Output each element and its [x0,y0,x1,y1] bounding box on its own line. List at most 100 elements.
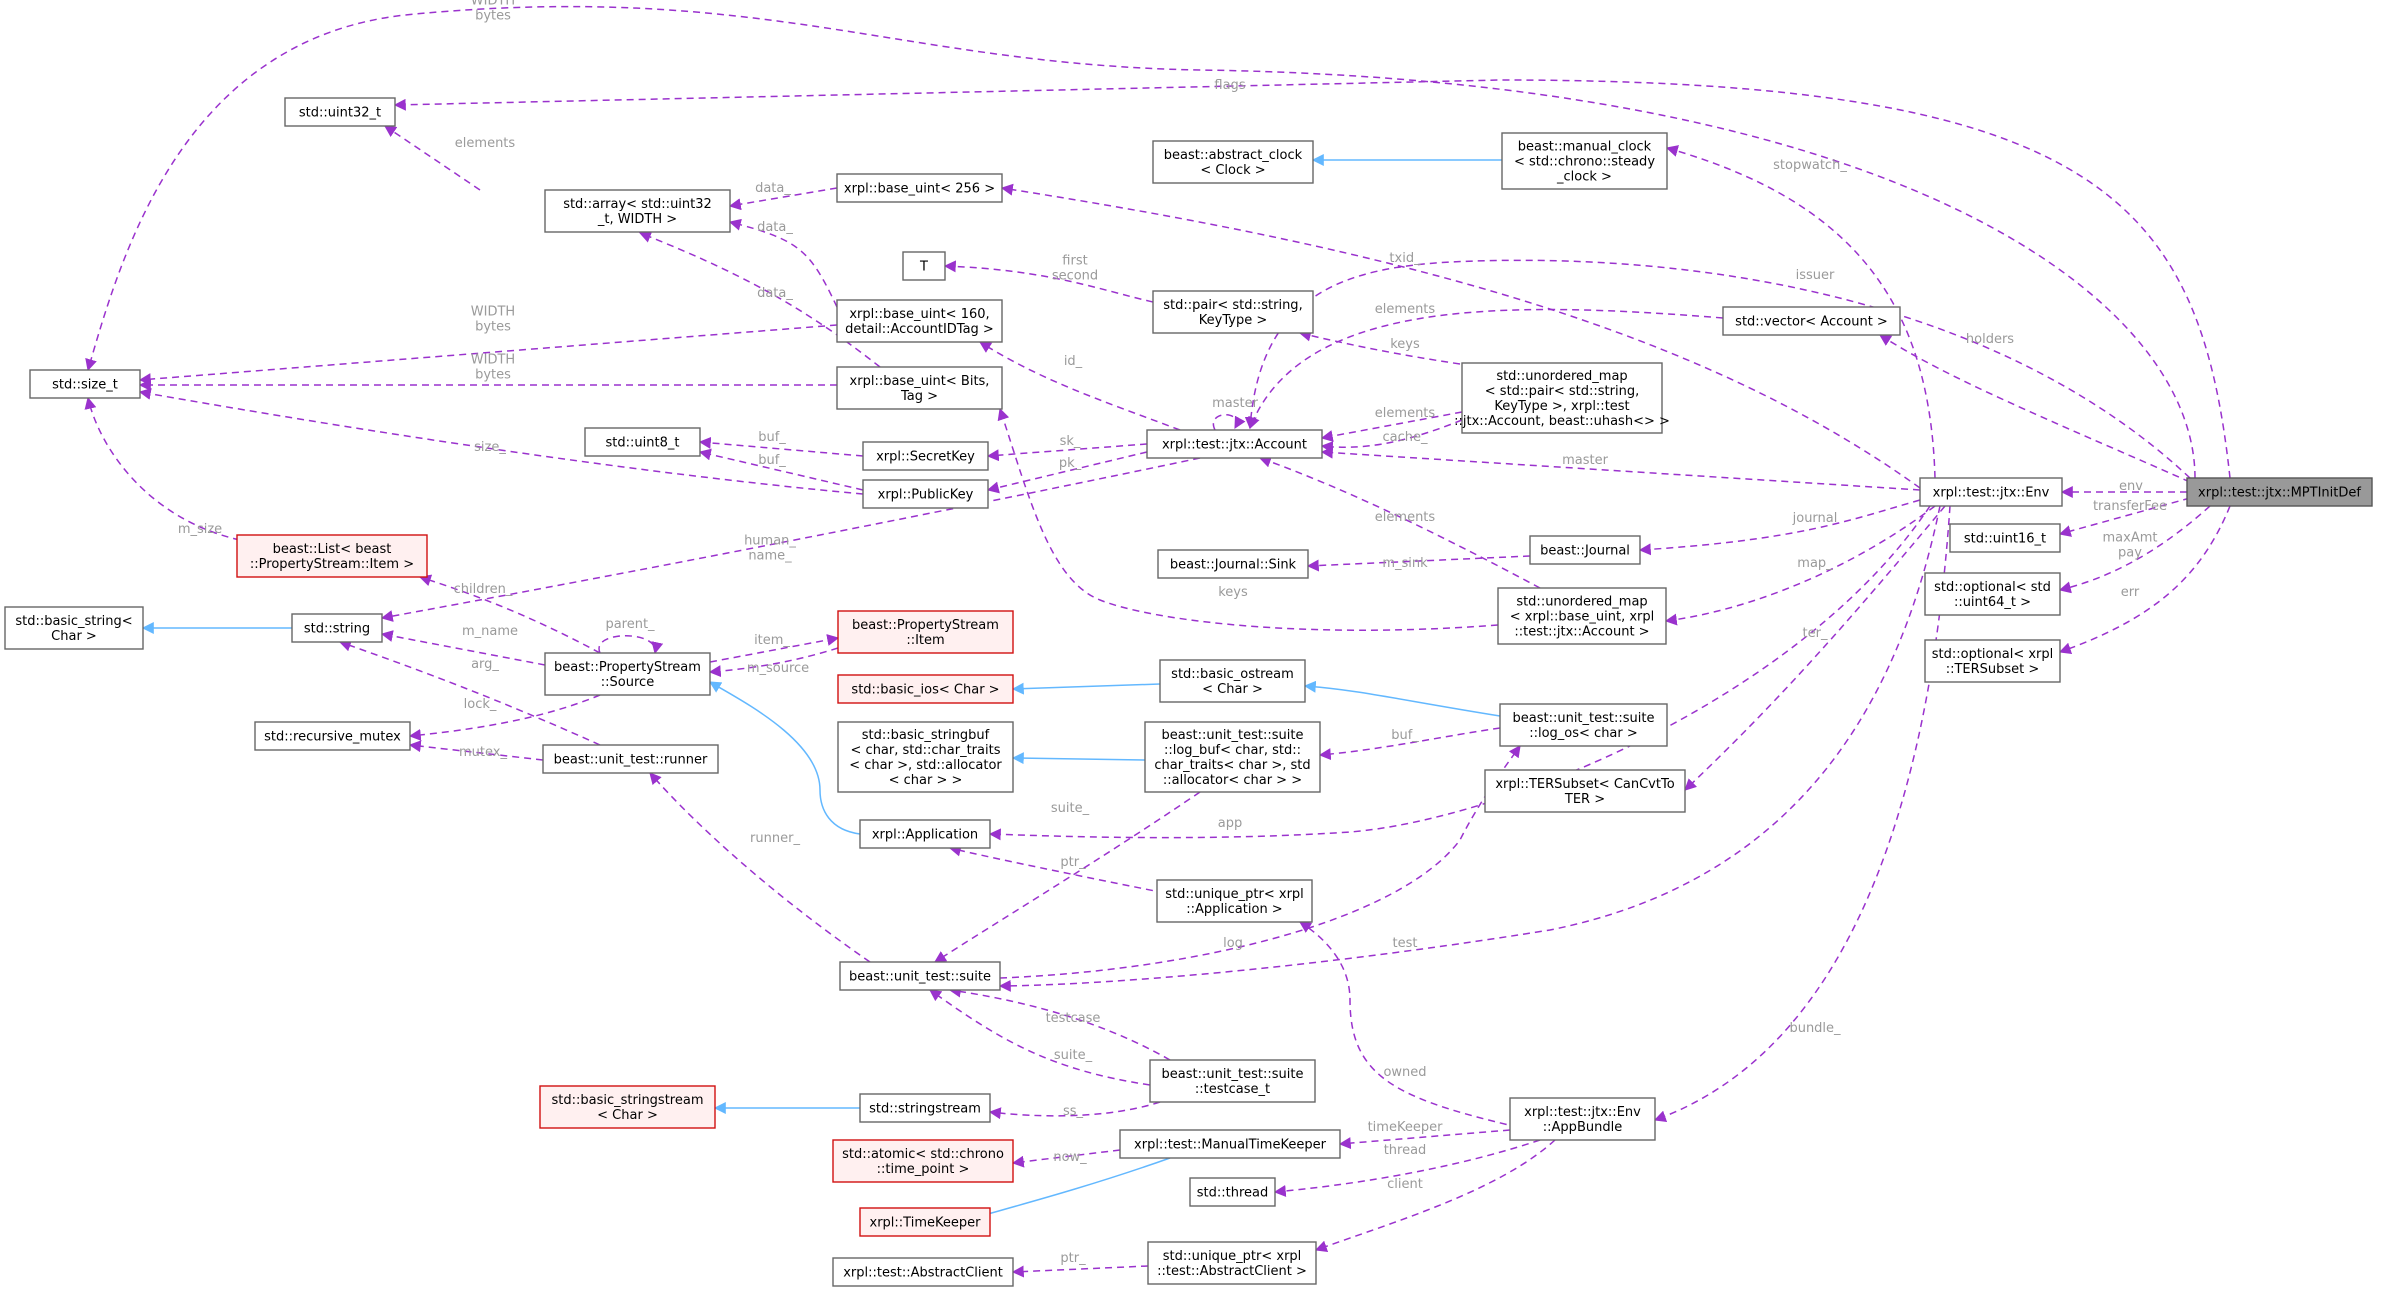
edge-label-m-name: m_name [462,624,518,639]
class-node-secretkey[interactable]: xrpl::SecretKey [862,441,989,471]
edge-m-source [708,647,839,678]
class-node-mpt[interactable]: xrpl::test::jtx::MPTInitDef [2186,477,2373,507]
class-node-timekeeper[interactable]: xrpl::TimeKeeper [859,1207,991,1237]
edge-label-owned: owned [1383,1065,1426,1080]
edge-label-log: log [1223,936,1243,951]
class-node-manual-clock[interactable]: beast::manual_clock< std::chrono::steady… [1501,132,1668,190]
class-node-uint16[interactable]: std::uint16_t [1949,523,2061,553]
class-node-base256[interactable]: xrpl::base_uint< 256 > [836,173,1003,203]
class-node-rmutex[interactable]: std::recursive_mutex [254,721,411,751]
class-node-unique-client[interactable]: std::unique_ptr< xrpl::test::AbstractCli… [1147,1241,1317,1285]
class-node-T[interactable]: T [902,251,946,281]
edge-ss [988,1101,1161,1120]
class-node-label: std::unique_ptr< xrpl::test::AbstractCli… [1157,1249,1307,1279]
class-node-psource[interactable]: beast::PropertyStream::Source [544,652,711,696]
class-node-env[interactable]: xrpl::test::jtx::Env [1919,477,2063,507]
class-node-label: beast::unit_test::runner [554,753,708,768]
class-node-account[interactable]: xrpl::test::jtx::Account [1146,429,1323,459]
class-node-string[interactable]: std::string [291,613,383,643]
edge-parent [598,635,664,655]
edge-label-map: map_ [1797,556,1833,571]
class-node-umap2[interactable]: std::unordered_map< xrpl::base_uint, xrp… [1497,587,1667,645]
class-node-vector[interactable]: std::vector< Account > [1722,306,1901,336]
edge-label-stopwatch: stopwatch_ [1773,158,1847,173]
edge-label-thread: thread [1384,1143,1427,1158]
edge-buf-sk [698,436,864,457]
class-node-label: xrpl::test::jtx::Account [1162,438,1307,453]
class-node-atomic[interactable]: std::atomic< std::chrono::time_point > [832,1139,1014,1183]
class-node-basic-string[interactable]: std::basic_string<Char > [4,606,144,650]
class-node-abstract-clock[interactable]: beast::abstract_clock< Clock > [1152,140,1314,184]
class-node-appbundle[interactable]: xrpl::test::jtx::Env::AppBundle [1509,1097,1656,1141]
edge-label-elements-vec: elements [1375,302,1436,317]
class-node-basebits[interactable]: xrpl::base_uint< Bits,Tag > [836,366,1003,410]
class-node-manualtk[interactable]: xrpl::test::ManualTimeKeeper [1119,1129,1341,1159]
class-node-label: xrpl::SecretKey [876,450,975,465]
class-node-label: beast::manual_clock< std::chrono::steady… [1514,140,1655,185]
class-node-label: std::basic_string<Char > [15,614,132,644]
edge-label-suite-logbuf: suite_ [1051,801,1090,816]
class-node-array[interactable]: std::array< std::uint32_t, WIDTH > [544,189,731,233]
class-node-runner[interactable]: beast::unit_test::runner [542,744,719,774]
class-node-uint8[interactable]: std::uint8_t [584,427,701,457]
class-node-testcase[interactable]: beast::unit_test::suite::testcase_t [1149,1059,1316,1103]
class-node-label: std::uint16_t [1964,532,2046,547]
edge-width-bytes-160 [138,324,838,386]
class-node-thread[interactable]: std::thread [1189,1177,1276,1207]
edge-label-err: err [2121,585,2140,600]
class-node-suite[interactable]: beast::unit_test::suite [839,961,1001,991]
edge-arg [338,639,601,746]
class-node-opt-ter[interactable]: std::optional< xrpl::TERSubset > [1924,639,2061,683]
edge-lock [408,694,601,741]
edge-label-issuer: issuer [1796,268,1835,283]
class-node-label: beast::abstract_clock< Clock > [1164,148,1303,178]
class-node-base160[interactable]: xrpl::base_uint< 160,detail::AccountIDTa… [836,299,1003,343]
class-node-label: std::uint8_t [606,436,680,451]
edge-label-m-source: m_source [747,661,809,676]
class-node-label: T [919,260,928,275]
class-node-size-t[interactable]: std::size_t [29,369,141,399]
edge-label-human-name: human_name_ [744,534,796,564]
class-node-label: beast::PropertyStream::Source [554,660,701,690]
class-node-abstractclient[interactable]: xrpl::test::AbstractClient [832,1257,1014,1287]
edge-m-name [380,630,546,666]
edge-label-testcase: testcase [1046,1011,1101,1026]
edge-label-keys-umap2: keys [1218,585,1248,600]
class-node-stringbuf[interactable]: std::basic_stringbuf< char, std::char_tr… [837,721,1014,793]
class-node-application[interactable]: xrpl::Application [859,819,991,849]
class-node-label: beast::unit_test::suite::log_buf< char, … [1154,728,1310,788]
class-node-sstream[interactable]: std::stringstream [859,1093,991,1123]
edge-label-keys-pair: keys [1390,337,1420,352]
class-node-uint32[interactable]: std::uint32_t [284,97,396,127]
class-node-label: std::pair< std::string,KeyType > [1163,298,1302,328]
class-node-journal[interactable]: beast::Journal [1529,535,1641,565]
class-node-opt-uint64[interactable]: std::optional< std::uint64_t > [1924,572,2061,616]
class-node-sstream-basic[interactable]: std::basic_stringstream< Char > [539,1085,716,1129]
class-node-basic-ostream[interactable]: std::basic_ostream< Char > [1159,659,1306,703]
edge-label-master-env: master [1562,453,1608,468]
class-node-pitem[interactable]: beast::PropertyStream::Item [837,610,1014,654]
edge-buf-pk [698,448,864,491]
edge-label-size: size_ [474,440,506,455]
class-node-log-buf[interactable]: beast::unit_test::suite::log_buf< char, … [1144,721,1321,793]
edge-label-holders: holders [1966,332,2014,347]
edge-maxamt [2058,505,2211,594]
class-node-log-os[interactable]: beast::unit_test::suite::log_os< char > [1499,703,1668,747]
class-node-label: std::optional< xrpl::TERSubset > [1932,647,2054,677]
class-node-unique-app[interactable]: std::unique_ptr< xrpl::Application > [1156,879,1313,923]
class-node-label: xrpl::test::jtx::MPTInitDef [2198,486,2361,501]
class-node-basic-ios[interactable]: std::basic_ios< Char > [837,674,1014,704]
class-node-publickey[interactable]: xrpl::PublicKey [862,479,989,509]
class-node-pair[interactable]: std::pair< std::string,KeyType > [1152,290,1314,334]
class-node-journal-sink[interactable]: beast::Journal::Sink [1157,549,1309,579]
edge-pk [986,451,1148,494]
edge-elements-umap2 [1258,455,1541,589]
class-node-label: xrpl::Application [872,828,978,843]
class-node-label: xrpl::test::jtx::Env [1933,486,2050,501]
class-node-umap1[interactable]: std::unordered_map< std::pair< std::stri… [1454,362,1670,434]
edge-label-env: env [2119,479,2143,494]
class-node-blist[interactable]: beast::List< beast::PropertyStream::Item… [236,534,428,578]
class-node-label: xrpl::test::jtx::Env::AppBundle [1524,1105,1641,1135]
edge-master-env [1320,446,1921,491]
